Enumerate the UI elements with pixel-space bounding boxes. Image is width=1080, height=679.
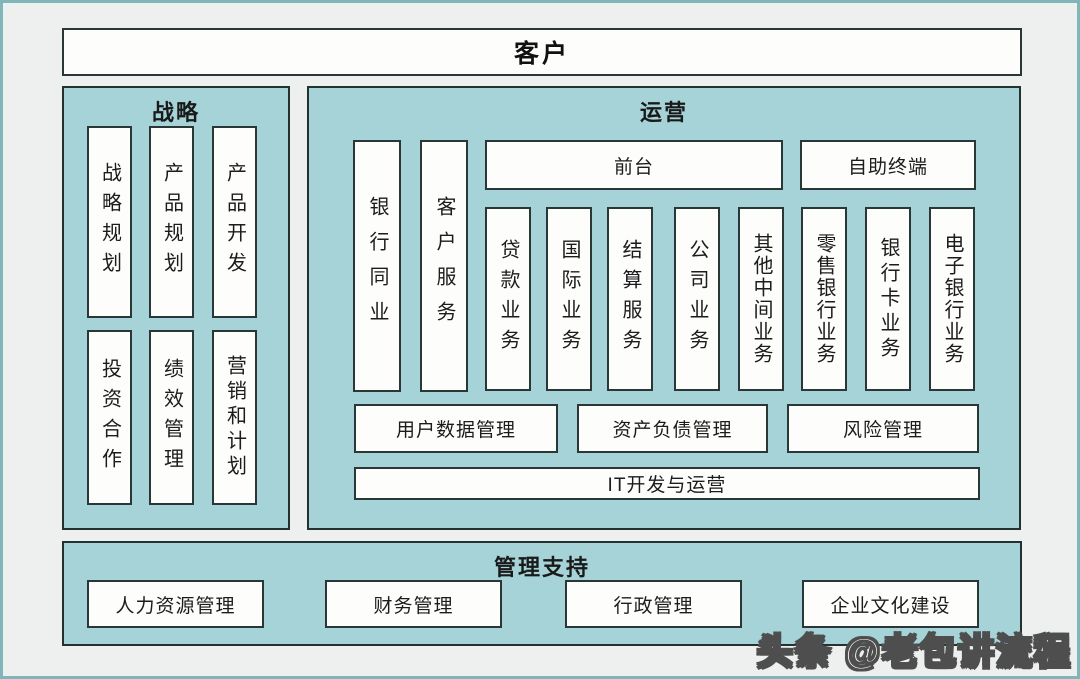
box-product-development: 产品开发 (212, 126, 257, 318)
box-settlement-service: 结算服务 (607, 207, 653, 391)
box-bank-card-business: 银行卡业务 (865, 207, 911, 391)
watermark-toutiao-laobao: 头条 @老包讲流程 (756, 630, 1072, 673)
customer-box: 客户 (62, 28, 1022, 76)
box-interbank-business: 银行同业 (353, 140, 401, 392)
box-strategy-planning: 战略规划 (87, 126, 132, 318)
strategy-section: 战略 战略规划 产品规划 产品开发 投资合作 绩效管理 营销和计划 (62, 86, 290, 530)
box-financial-management: 财务管理 (325, 580, 502, 628)
box-asset-liability-management: 资产负债管理 (577, 404, 768, 453)
box-customer-service: 客户服务 (420, 140, 468, 392)
box-hr-management: 人力资源管理 (87, 580, 264, 628)
management-support-title: 管理支持 (493, 555, 590, 580)
box-loan-business: 贷款业务 (485, 207, 531, 391)
box-international-business: 国际业务 (546, 207, 592, 391)
box-front-desk: 前台 (485, 140, 783, 190)
box-corporate-business: 公司业务 (674, 207, 720, 391)
box-it-development-operations: IT开发与运营 (354, 467, 980, 500)
box-user-data-management: 用户数据管理 (354, 404, 558, 453)
box-retail-banking-business: 零售银行业务 (801, 207, 847, 391)
box-performance-management: 绩效管理 (149, 330, 194, 505)
box-risk-management: 风险管理 (787, 404, 979, 453)
box-other-intermediate-business: 其他中间业务 (738, 207, 784, 391)
box-self-service-terminal: 自助终端 (800, 140, 976, 190)
strategy-title: 战略 (151, 100, 200, 125)
management-support-section: 管理支持 人力资源管理 财务管理 行政管理 企业文化建设 (62, 541, 1022, 646)
operations-title: 运营 (639, 100, 688, 125)
box-investment-cooperation: 投资合作 (87, 330, 132, 505)
box-marketing-and-planning: 营销和计划 (212, 330, 257, 505)
box-product-planning: 产品规划 (149, 126, 194, 318)
box-electronic-banking-business: 电子银行业务 (929, 207, 975, 391)
operations-section: 运营 银行同业 客户服务 前台 自助终端 贷款业务 国际业务 结算服务 公司业务… (307, 86, 1021, 530)
customer-label: 客户 (513, 40, 570, 68)
box-corporate-culture-building: 企业文化建设 (802, 580, 979, 628)
box-administrative-management: 行政管理 (565, 580, 742, 628)
